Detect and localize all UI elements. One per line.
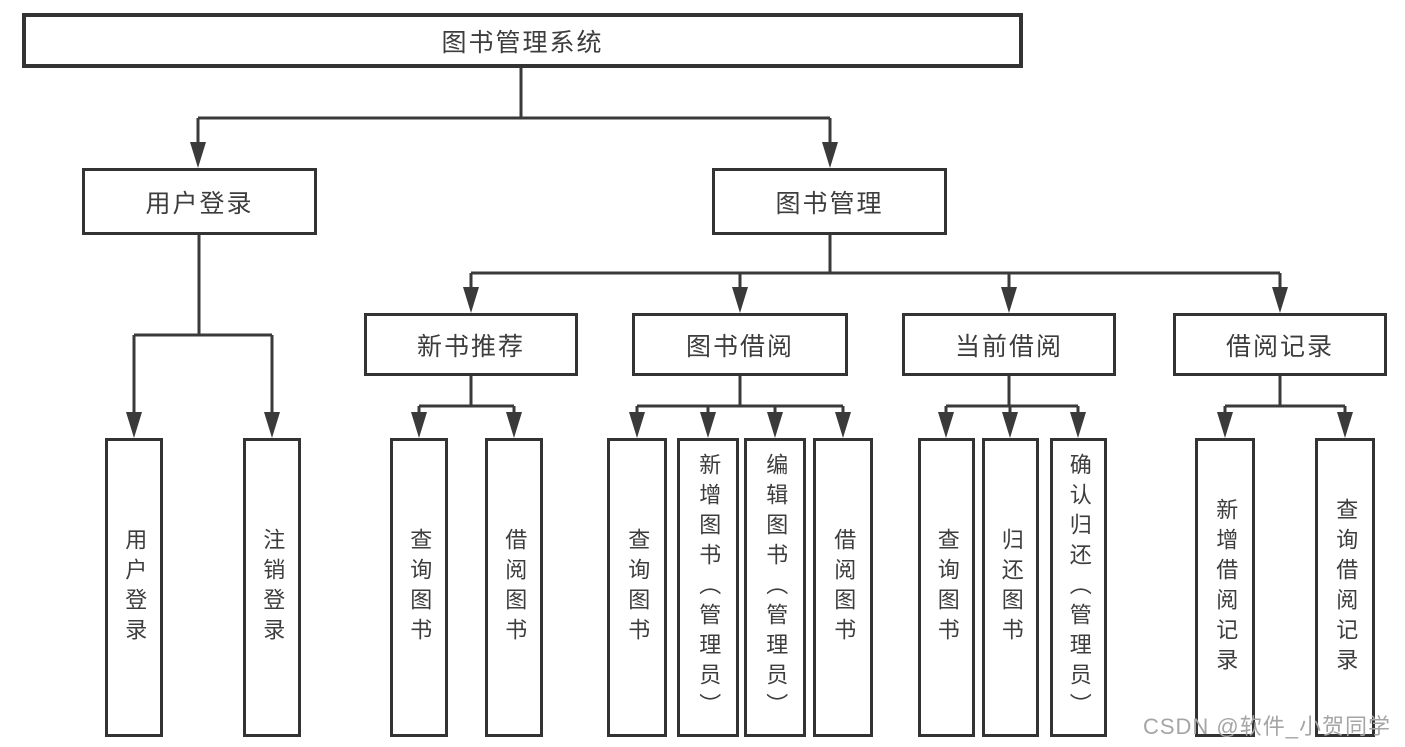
leaf-logout-label: 注销登录 [260,527,286,648]
leaf-bb-edit-books-admin: 编辑图书（管理员） [744,438,806,737]
node-book-borrow: 图书借阅 [632,313,848,376]
leaf-br-query-record: 查询借阅记录 [1315,438,1375,737]
connector-elbow-lines [132,68,1347,416]
leaf-user-login: 用户登录 [105,438,163,737]
leaf-bb-query-books: 查询图书 [607,438,667,737]
leaf-br-query-record-label: 查询借阅记录 [1333,497,1359,678]
leaf-nbr-borrow-books-label: 借阅图书 [502,527,528,648]
leaf-bb-add-books-admin-label: 新增图书（管理员） [696,452,722,723]
leaf-user-login-label: 用户登录 [122,527,148,648]
node-current-borrow: 当前借阅 [902,313,1116,376]
leaf-nbr-query-books: 查询图书 [390,438,448,737]
node-new-book-recommend: 新书推荐 [364,313,578,376]
leaf-bb-add-books-admin: 新增图书（管理员） [677,438,739,737]
leaf-bb-edit-books-admin-label: 编辑图书（管理员） [763,452,789,723]
csdn-watermark: CSDN @软件_小贺同学 [1142,714,1391,739]
leaf-cb-query-books-label: 查询图书 [934,527,960,648]
node-user-login: 用户登录 [82,168,317,235]
leaf-bb-query-books-label: 查询图书 [625,527,651,648]
leaf-cb-return-books: 归还图书 [982,438,1039,737]
node-book-management: 图书管理 [712,168,947,235]
leaf-nbr-borrow-books: 借阅图书 [485,438,543,737]
leaf-logout: 注销登录 [243,438,301,737]
leaf-br-add-record-label: 新增借阅记录 [1213,497,1239,678]
leaf-br-add-record: 新增借阅记录 [1195,438,1255,737]
leaf-bb-borrow-books: 借阅图书 [813,438,873,737]
leaf-nbr-query-books-label: 查询图书 [407,527,433,648]
arrowheads [126,142,1353,438]
node-root: 图书管理系统 [22,13,1023,68]
leaf-cb-query-books: 查询图书 [918,438,975,737]
leaf-cb-return-books-label: 归还图书 [998,527,1024,648]
leaf-bb-borrow-books-label: 借阅图书 [831,527,857,648]
node-borrow-records: 借阅记录 [1173,313,1387,376]
leaf-cb-confirm-return-admin-label: 确认归还（管理员） [1066,452,1092,723]
leaf-cb-confirm-return-admin: 确认归还（管理员） [1050,438,1107,737]
